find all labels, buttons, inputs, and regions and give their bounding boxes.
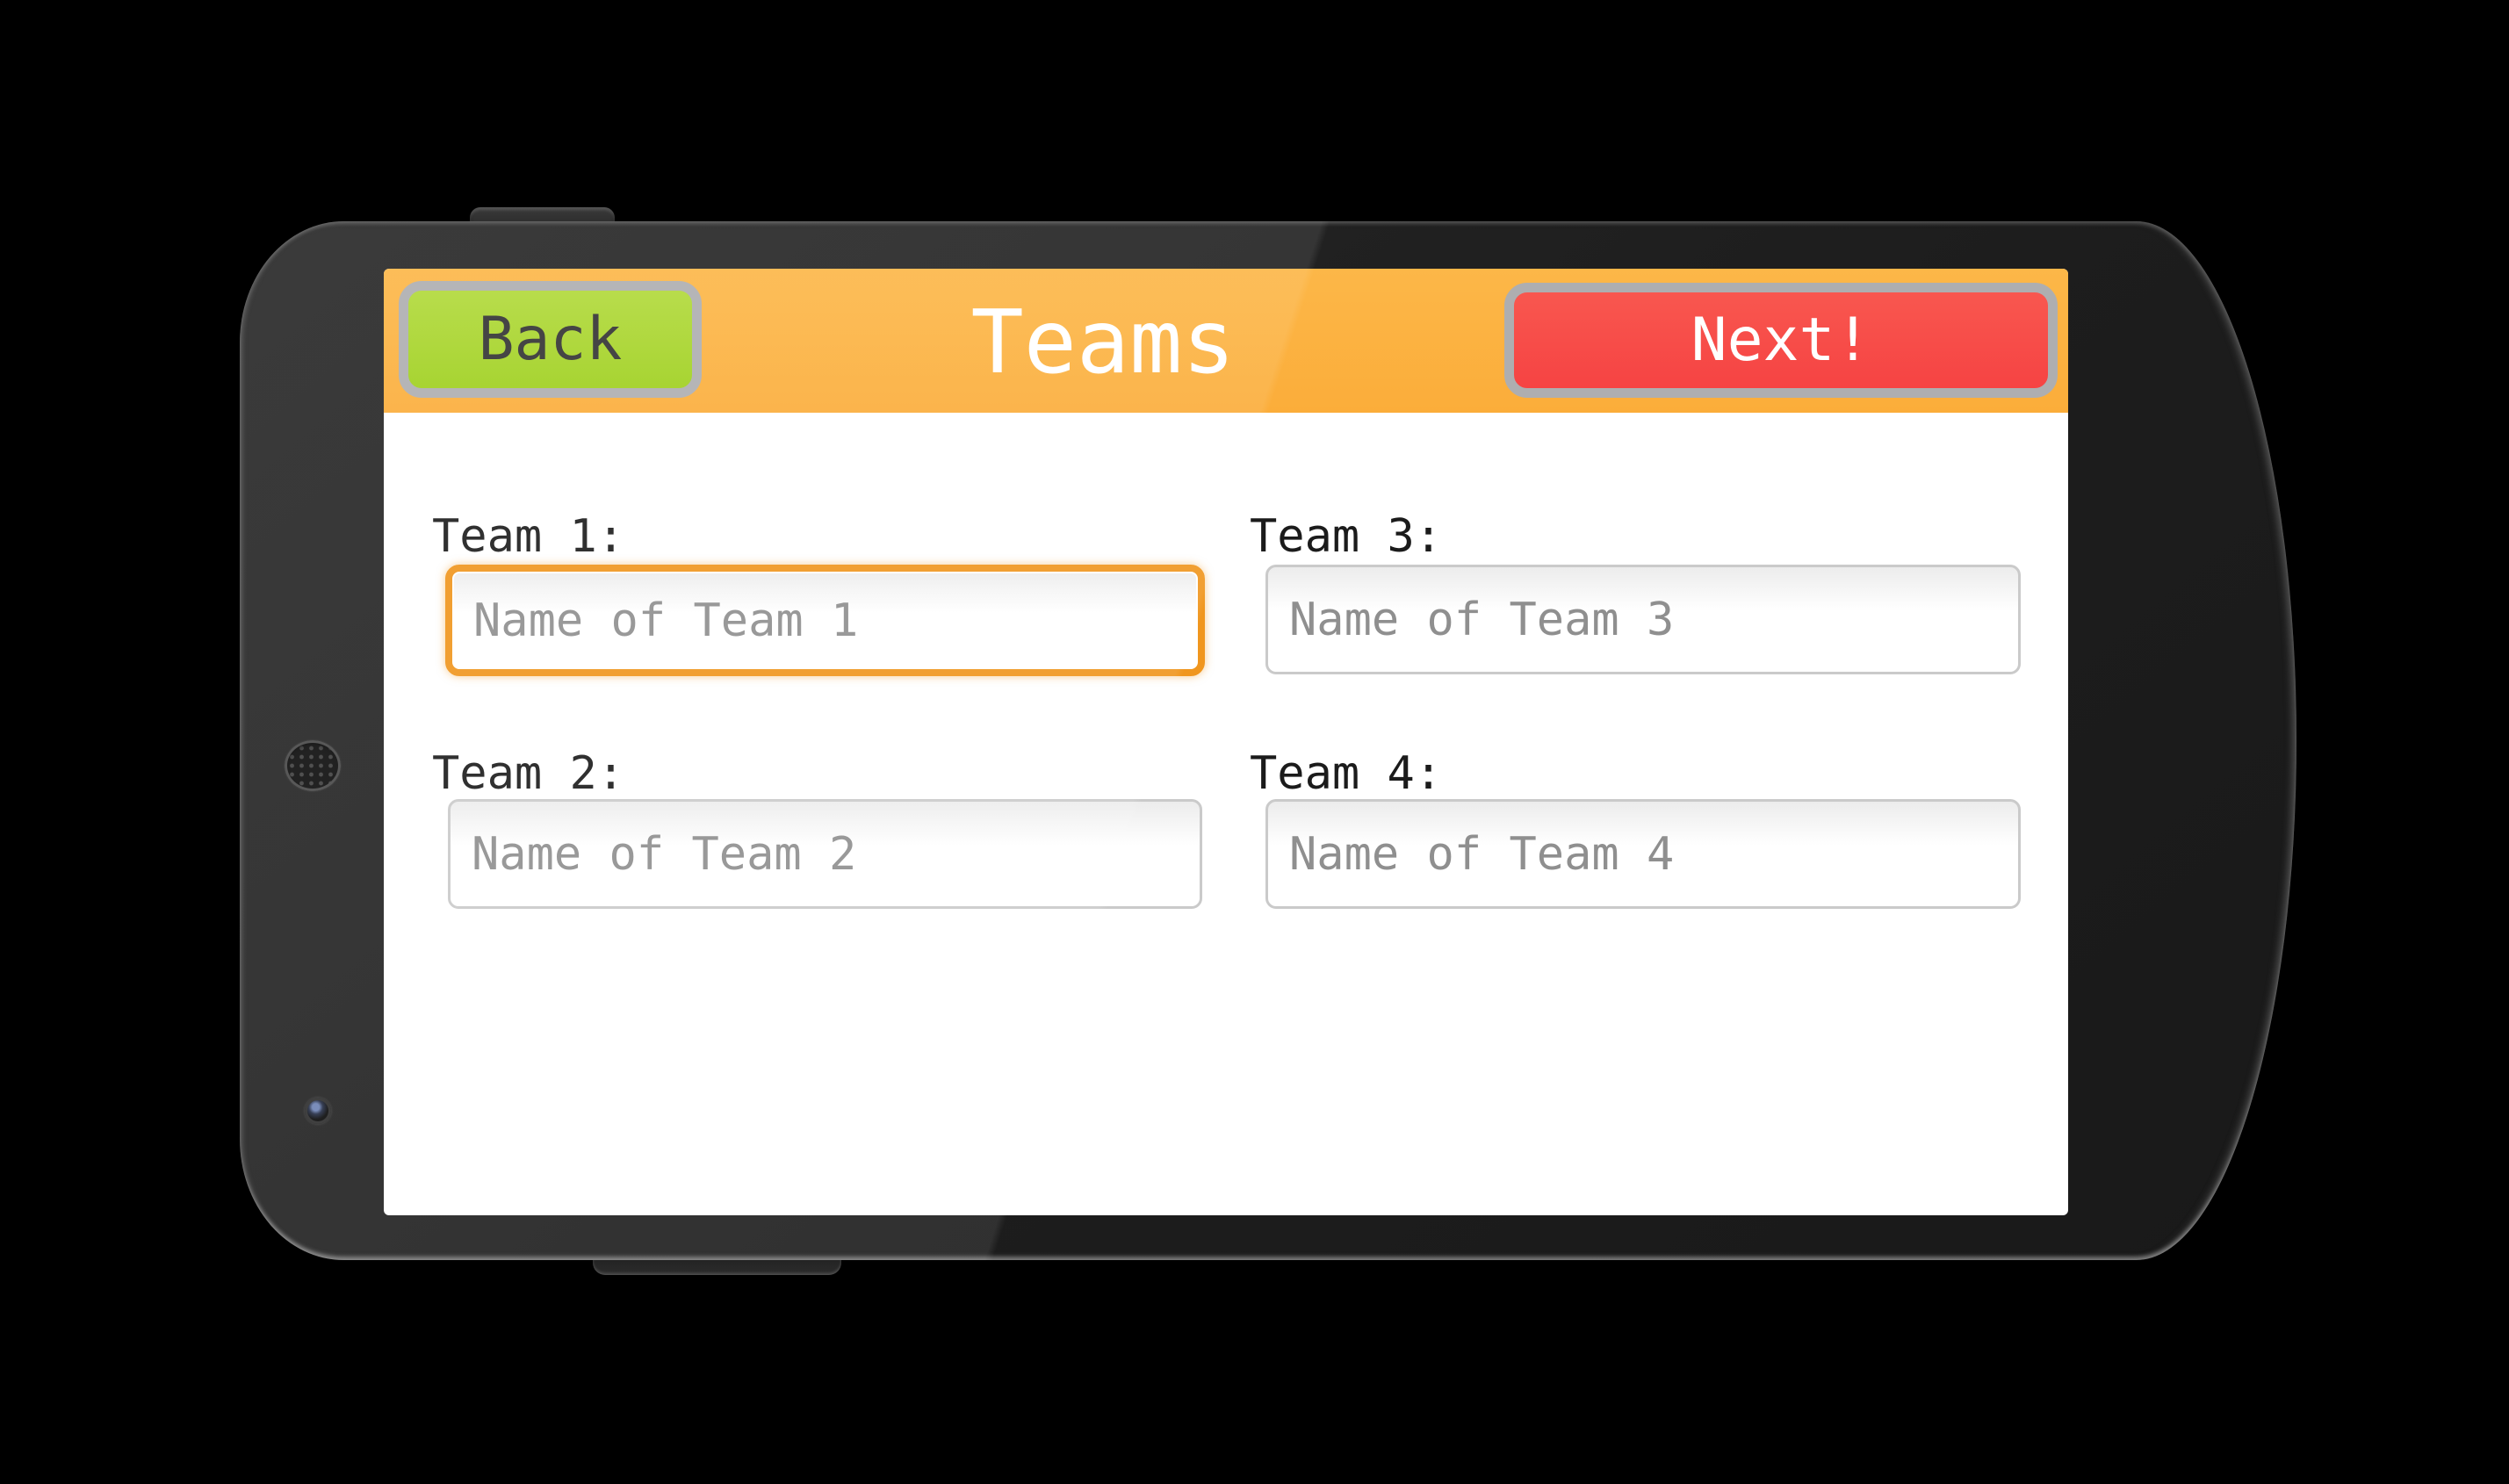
front-camera-icon <box>305 1098 331 1124</box>
phone-frame: Back Teams Next! Team 1: Team 2: Team 3:… <box>240 221 2296 1260</box>
app-screen: Back Teams Next! Team 1: Team 2: Team 3:… <box>384 269 2068 1215</box>
team-2-label: Team 2: <box>432 747 625 800</box>
team-1-label: Team 1: <box>432 510 625 563</box>
page-title: Teams <box>970 291 1236 393</box>
earpiece-speaker-icon <box>285 740 341 791</box>
header-bar: Back Teams Next! <box>384 269 2068 413</box>
next-button[interactable]: Next! <box>1504 283 2058 398</box>
team-1-input[interactable] <box>445 565 1205 676</box>
team-2-input[interactable] <box>448 799 1202 909</box>
back-button[interactable]: Back <box>399 281 702 398</box>
team-3-label: Team 3: <box>1250 510 1443 563</box>
team-4-input[interactable] <box>1265 799 2021 909</box>
team-4-label: Team 4: <box>1250 747 1443 800</box>
team-3-input[interactable] <box>1265 565 2021 674</box>
